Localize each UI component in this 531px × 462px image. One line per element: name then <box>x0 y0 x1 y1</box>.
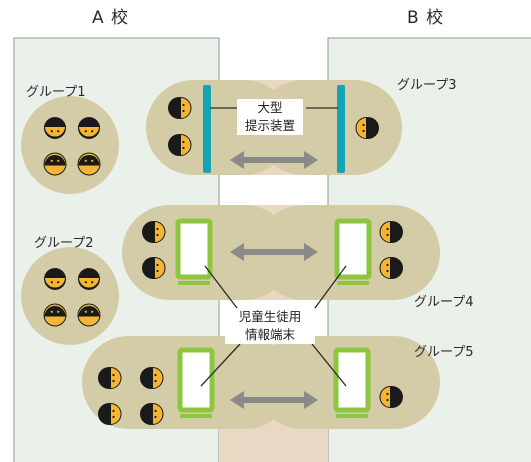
large-display-label-line1: 大型 <box>257 100 283 115</box>
leader-lines <box>200 107 347 387</box>
student-icon <box>139 366 164 390</box>
school-b-title: B 校 <box>407 8 445 28</box>
student-icon <box>97 366 122 390</box>
student-icon <box>167 96 192 120</box>
student-icon <box>379 256 404 280</box>
group-2-label: グループ2 <box>34 236 94 251</box>
large-display-a <box>203 85 211 173</box>
group-1-label: グループ1 <box>26 85 86 100</box>
group-5-label: グループ5 <box>414 345 474 360</box>
large-display-label-line2: 提示装置 <box>244 118 295 133</box>
student-icon <box>167 133 192 157</box>
tablet-group5-b <box>333 347 371 413</box>
student-terminal-label-line1: 児童生徒用 <box>238 309 302 324</box>
student-icon <box>43 303 67 327</box>
student-icon <box>141 220 166 244</box>
arrows <box>230 151 318 409</box>
table-group2 <box>21 247 119 345</box>
student-icon <box>355 116 380 140</box>
student-icon <box>141 256 166 280</box>
student-icon <box>77 152 101 176</box>
student-icon <box>43 116 67 140</box>
student-icon <box>77 303 101 327</box>
tablet-group5-a <box>177 347 215 413</box>
student-icon <box>77 267 101 291</box>
student-icon <box>139 402 164 426</box>
table-group1 <box>21 96 119 194</box>
arrow-group4 <box>230 243 318 261</box>
arrow-group5 <box>230 391 318 409</box>
student-icon <box>77 116 101 140</box>
student-icon <box>43 267 67 291</box>
tablet-group4-b <box>334 218 372 280</box>
arrow-group3 <box>230 151 318 169</box>
large-display-label: 大型 提示装置 <box>237 99 303 135</box>
tablet-group4-a <box>175 218 213 280</box>
student-terminal-label: 児童生徒用 情報端末 <box>225 308 315 344</box>
student-tablets <box>175 218 372 413</box>
student-icon <box>43 152 67 176</box>
group-3-label: グループ3 <box>397 78 457 93</box>
group-4-label: グループ4 <box>414 295 474 310</box>
student-icon <box>379 385 404 409</box>
student-icon <box>379 220 404 244</box>
large-display-b <box>337 85 345 173</box>
school-a-title: A 校 <box>92 8 130 28</box>
student-icon <box>97 402 122 426</box>
student-terminal-label-line2: 情報端末 <box>244 327 295 342</box>
